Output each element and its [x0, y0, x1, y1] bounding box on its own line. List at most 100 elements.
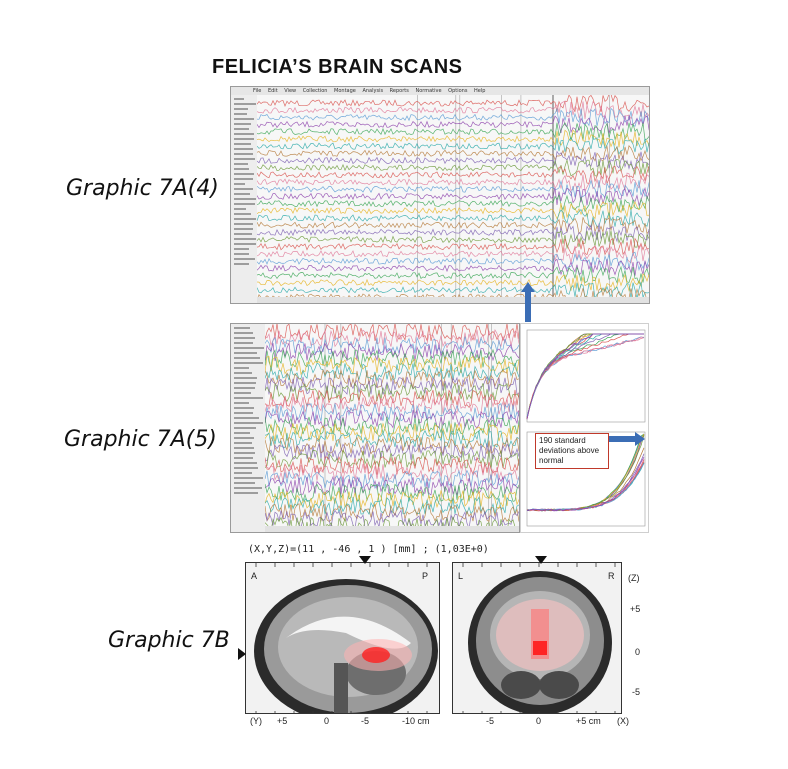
menu-normative[interactable]: Normative	[415, 88, 442, 94]
coronal-corner-r: R	[608, 571, 615, 581]
eeg-sidebar-1	[231, 95, 258, 303]
sidebar-text-line	[234, 198, 257, 200]
eeg-channel-trace	[257, 200, 649, 220]
eeg-channel-trace	[257, 222, 649, 243]
coronal-vertical-tick: -5	[632, 687, 641, 697]
eeg-channel-trace	[257, 129, 649, 148]
sidebar-text-line	[234, 407, 254, 409]
sidebar-text-line	[234, 248, 250, 250]
sidebar-text-line	[234, 148, 254, 150]
sidebar-text-line	[234, 492, 259, 494]
sidebar-text-line	[234, 238, 257, 240]
sidebar-text-line	[234, 402, 249, 404]
sidebar-text-line	[234, 158, 256, 160]
sidebar-text-line	[234, 417, 259, 419]
sagittal-tick: -5	[361, 716, 370, 726]
eeg-menubar-1: File Edit View Collection Montage Analys…	[231, 87, 649, 95]
sagittal-tick: 0	[324, 716, 330, 726]
sidebar-text-line	[234, 128, 249, 130]
menu-montage[interactable]: Montage	[334, 88, 356, 94]
eeg-channel-trace	[257, 122, 649, 141]
sidebar-text-line	[234, 113, 248, 115]
sagittal-tick: -10 cm	[402, 716, 430, 726]
eeg-channel-trace	[257, 209, 649, 228]
sidebar-text-line	[234, 183, 246, 185]
sagittal-brain-image	[246, 563, 439, 713]
sidebar-text-line	[234, 372, 253, 374]
eeg-channel-trace	[265, 324, 519, 342]
coronal-axis-name: (X)	[617, 716, 629, 726]
sidebar-text-line	[234, 432, 251, 434]
eeg-channel-trace	[265, 503, 519, 523]
eeg-channel-trace	[265, 329, 519, 349]
sidebar-text-line	[234, 422, 264, 424]
sagittal-anatomy	[246, 563, 439, 713]
eeg-channel-trace	[257, 136, 649, 155]
zscore-curve	[526, 456, 645, 512]
sidebar-text-line	[234, 482, 256, 484]
sagittal-corner-a: A	[251, 571, 258, 581]
sidebar-text-line	[234, 337, 255, 339]
sidebar-text-line	[234, 357, 260, 359]
eeg-channel-trace	[257, 245, 649, 264]
eeg-channel-trace	[265, 443, 519, 462]
eeg-channel-trace	[265, 435, 519, 456]
eeg-traces-2	[265, 324, 519, 532]
coronal-tick: -5	[486, 716, 495, 726]
sidebar-text-line	[234, 233, 252, 235]
menu-help[interactable]: Help	[474, 88, 486, 94]
sidebar-text-line	[234, 392, 251, 394]
sidebar-text-line	[234, 447, 254, 449]
eeg-channel-trace	[265, 368, 519, 389]
sidebar-text-line	[234, 437, 255, 439]
sidebar-text-line	[234, 377, 258, 379]
eeg-channel-trace	[265, 342, 519, 362]
eeg-channel-trace	[257, 114, 649, 135]
sidebar-text-line	[234, 412, 254, 414]
eeg-sidebar-2	[231, 324, 266, 532]
eeg-channel-trace	[265, 482, 519, 503]
sidebar-text-line	[234, 427, 257, 429]
annotation-box: 190 standard deviations above normal	[535, 433, 609, 469]
eeg-traces-1	[257, 95, 649, 303]
eeg-channel-trace	[257, 165, 649, 184]
menu-view[interactable]: View	[284, 88, 297, 94]
menu-edit[interactable]: Edit	[267, 88, 278, 94]
eeg-channel-trace	[265, 455, 519, 475]
sagittal-axis-name: (Y)	[250, 716, 262, 726]
sidebar-text-line	[234, 108, 249, 110]
sidebar-text-line	[234, 352, 258, 354]
sidebar-text-line	[234, 153, 253, 155]
arrow-up-icon	[521, 282, 535, 322]
brainstem	[334, 663, 348, 713]
eeg-channel-trace	[265, 429, 519, 450]
sidebar-text-line	[234, 138, 255, 140]
eeg-channel-trace	[265, 395, 519, 415]
eeg-channel-trace	[265, 469, 519, 490]
menu-collection[interactable]: Collection	[302, 88, 328, 94]
sidebar-text-line	[234, 203, 255, 205]
coronal-marker-top-icon	[535, 556, 547, 564]
sidebar-text-line	[234, 367, 249, 369]
menu-file[interactable]: File	[253, 88, 262, 94]
sidebar-text-line	[234, 253, 249, 255]
coronal-brain-image	[453, 563, 621, 713]
sidebar-text-line	[234, 208, 246, 210]
menu-options[interactable]: Options	[448, 88, 468, 94]
spectrum-curve	[526, 333, 644, 419]
sidebar-text-line	[234, 387, 255, 389]
eeg-window-1: File Edit View Collection Montage Analys…	[230, 86, 650, 304]
sagittal-tick: +5	[277, 716, 288, 726]
time-axis-bar	[265, 526, 519, 532]
sidebar-text-line	[234, 178, 254, 180]
eeg-channel-trace	[265, 490, 519, 509]
coronal-vertical-axis-name: (Z)	[628, 573, 640, 583]
sagittal-corner-p: P	[422, 571, 429, 581]
eeg-channel-trace	[257, 100, 649, 120]
sidebar-text-line	[234, 228, 253, 230]
coronal-view: L R	[452, 562, 622, 714]
menu-analysis[interactable]: Analysis	[362, 88, 384, 94]
sagittal-marker-top-icon	[359, 556, 371, 564]
sidebar-text-line	[234, 327, 251, 329]
menu-reports[interactable]: Reports	[389, 88, 409, 94]
